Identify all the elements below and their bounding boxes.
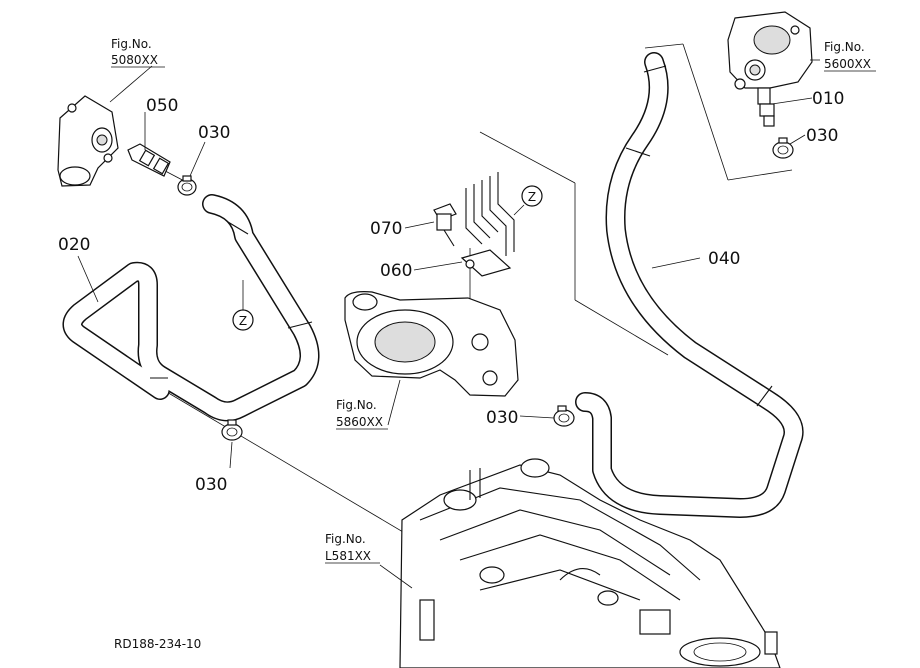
clamp-030-left: [221, 419, 243, 441]
fig-ref-5600: Fig.No. 5600XX: [824, 40, 876, 72]
elbow-fitting-5080: [57, 95, 119, 187]
hose-020: [62, 194, 320, 422]
fig-ref-5600-label: Fig.No.: [824, 40, 865, 54]
clamp-030-top: [177, 175, 197, 196]
fig-ref-5080-number: 5080XX: [111, 53, 158, 67]
fig-ref-5600-number: 5600XX: [824, 57, 871, 71]
bolt-070: [433, 203, 457, 247]
z-marker-right-label: Z: [528, 190, 536, 204]
fig-ref-l581-label: Fig.No.: [325, 532, 366, 546]
transmission-assembly-l581: [399, 458, 781, 668]
callout-040: 040: [708, 249, 740, 269]
hose-040: [575, 52, 804, 518]
z-marker-right: Z: [513, 185, 543, 216]
clamp-030-mid: [553, 405, 575, 427]
callout-030-top: 030: [198, 123, 230, 143]
clamp-030-right: [772, 137, 794, 159]
callout-020: 020: [58, 235, 90, 255]
callout-030-right: 030: [806, 126, 838, 146]
callout-030-left: 030: [195, 475, 227, 495]
fig-ref-l581-number: L581XX: [325, 549, 371, 563]
fig-ref-5860: Fig.No. 5860XX: [336, 398, 388, 430]
fig-ref-5080-label: Fig.No.: [111, 37, 152, 51]
z-marker-left-label: Z: [239, 314, 247, 328]
center-bracket-5860: [344, 291, 519, 397]
leader-lines: [77, 59, 820, 589]
bracket-060: [460, 172, 515, 277]
nipple-050: [127, 143, 171, 177]
callout-030-mid: 030: [486, 408, 518, 428]
callout-060: 060: [380, 261, 412, 281]
fig-ref-5080: Fig.No. 5080XX: [111, 37, 165, 68]
fitting-010: [757, 87, 775, 127]
reference-lines: [149, 43, 793, 546]
callout-050: 050: [146, 96, 178, 116]
callout-010: 010: [812, 89, 844, 109]
drawing-code: RD188-234-10: [114, 637, 201, 651]
fig-ref-5860-label: Fig.No.: [336, 398, 377, 412]
fig-ref-5860-number: 5860XX: [336, 415, 383, 429]
pump-housing-5600: [727, 11, 813, 90]
z-marker-left: Z: [232, 280, 254, 331]
fig-ref-l581: Fig.No. L581XX: [325, 532, 380, 564]
callout-070: 070: [370, 219, 402, 239]
